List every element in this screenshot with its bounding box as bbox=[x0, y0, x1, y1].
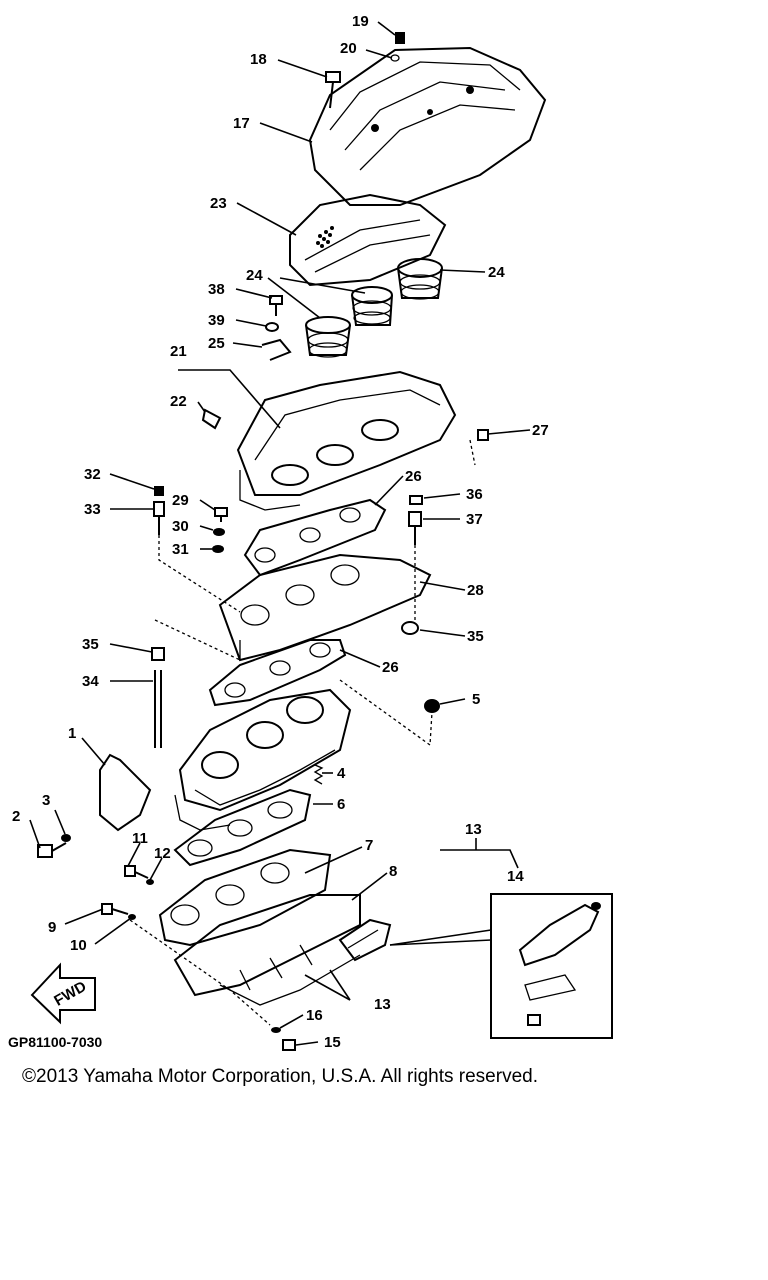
reed-valve-13 bbox=[338, 918, 392, 962]
intake-funnel-right bbox=[397, 258, 443, 300]
callout-19: 19 bbox=[352, 13, 369, 30]
callout-22: 22 bbox=[170, 393, 187, 410]
bolt-38 bbox=[269, 295, 283, 316]
gasket-lower-26 bbox=[208, 639, 347, 707]
plate-28 bbox=[218, 553, 432, 662]
washer-12 bbox=[146, 879, 154, 885]
reed-valve-detail-box bbox=[490, 893, 613, 1039]
nut-36 bbox=[409, 495, 423, 505]
bolt-19 bbox=[395, 32, 405, 44]
gasket-upper-26 bbox=[243, 498, 387, 577]
callout-27: 27 bbox=[532, 422, 549, 439]
washer-39 bbox=[265, 322, 279, 332]
nut-5 bbox=[424, 699, 440, 713]
part-code: GP81100-7030 bbox=[8, 1034, 103, 1050]
callout-6: 6 bbox=[337, 796, 345, 813]
callout-18: 18 bbox=[250, 51, 267, 68]
callout-37: 37 bbox=[466, 511, 483, 528]
intake-funnel-left bbox=[305, 316, 351, 358]
callout-3: 3 bbox=[42, 792, 50, 809]
silencer-case bbox=[236, 370, 457, 511]
copyright-notice: ©2013 Yamaha Motor Corporation, U.S.A. A… bbox=[22, 1066, 538, 1087]
leader-lines bbox=[29, 21, 531, 1046]
callout-26a: 26 bbox=[405, 468, 422, 485]
fitting-22 bbox=[201, 408, 222, 430]
callout-12: 12 bbox=[154, 845, 171, 862]
callout-13b: 13 bbox=[374, 996, 391, 1013]
bolt-29 bbox=[214, 507, 228, 522]
washer-20 bbox=[390, 54, 400, 62]
callout-33: 33 bbox=[84, 501, 101, 518]
callout-17: 17 bbox=[233, 115, 250, 132]
callout-28: 28 bbox=[467, 582, 484, 599]
callout-8: 8 bbox=[389, 863, 397, 880]
callout-15: 15 bbox=[324, 1034, 341, 1051]
exploded-parts-diagram: FWD bbox=[12, 13, 613, 1051]
manifold-gasket-6 bbox=[173, 788, 312, 867]
bolt-27 bbox=[477, 429, 489, 441]
stud-37 bbox=[408, 511, 422, 545]
intake-funnel-middle bbox=[351, 286, 393, 326]
silencer-gasket-23 bbox=[289, 193, 447, 287]
callout-9: 9 bbox=[48, 919, 56, 936]
callout-35b: 35 bbox=[467, 628, 484, 645]
bolt-2 bbox=[37, 842, 67, 858]
carburetor-assembly bbox=[174, 688, 352, 831]
callout-39: 39 bbox=[208, 312, 225, 329]
callout-31: 31 bbox=[172, 541, 189, 558]
callout-26b: 26 bbox=[382, 659, 399, 676]
washer-31 bbox=[212, 545, 224, 553]
callout-24a: 24 bbox=[246, 267, 263, 284]
callout-11: 11 bbox=[132, 830, 148, 847]
callout-25: 25 bbox=[208, 335, 225, 352]
pin-34 bbox=[154, 670, 162, 748]
alignment-lines bbox=[129, 439, 476, 1026]
callout-30: 30 bbox=[172, 518, 189, 535]
collar-35-right bbox=[401, 621, 419, 635]
collar-35-left bbox=[151, 647, 165, 661]
intake-manifold-7 bbox=[158, 848, 332, 947]
callout-36: 36 bbox=[466, 486, 483, 503]
callout-35a: 35 bbox=[82, 636, 99, 653]
callout-4: 4 bbox=[337, 765, 346, 782]
bolt-11 bbox=[124, 865, 149, 879]
reed-valve-block bbox=[173, 894, 361, 1006]
nut-32 bbox=[154, 486, 164, 496]
callout-14: 14 bbox=[507, 868, 524, 885]
washer-3 bbox=[61, 834, 71, 842]
callout-1: 1 bbox=[68, 725, 76, 742]
callout-21: 21 bbox=[170, 343, 187, 360]
callout-labels: 19 20 18 17 23 24 24 38 39 25 21 22 27 2… bbox=[12, 13, 549, 1051]
callout-29: 29 bbox=[172, 492, 189, 509]
callout-10: 10 bbox=[70, 937, 87, 954]
callout-38: 38 bbox=[208, 281, 225, 298]
fwd-arrow-icon: FWD bbox=[30, 962, 96, 1025]
callout-2: 2 bbox=[12, 808, 20, 825]
bolt-9 bbox=[101, 903, 129, 915]
washer-16 bbox=[271, 1027, 281, 1033]
bolt-15 bbox=[282, 1039, 296, 1051]
silencer-cover bbox=[308, 46, 547, 206]
callout-20: 20 bbox=[340, 40, 357, 57]
callout-13a: 13 bbox=[465, 821, 482, 838]
callout-24b: 24 bbox=[488, 264, 505, 281]
washer-30 bbox=[213, 528, 225, 536]
callout-5: 5 bbox=[472, 691, 480, 708]
bracket-1 bbox=[99, 753, 152, 832]
clip-25 bbox=[261, 338, 292, 361]
callout-16: 16 bbox=[306, 1007, 323, 1024]
fwd-arrow-label: FWD bbox=[51, 978, 89, 1010]
callout-34: 34 bbox=[82, 673, 99, 690]
stud-33 bbox=[153, 501, 165, 535]
callout-7: 7 bbox=[365, 837, 373, 854]
callout-32: 32 bbox=[84, 466, 101, 483]
callout-23: 23 bbox=[210, 195, 227, 212]
spring-4 bbox=[313, 764, 324, 785]
